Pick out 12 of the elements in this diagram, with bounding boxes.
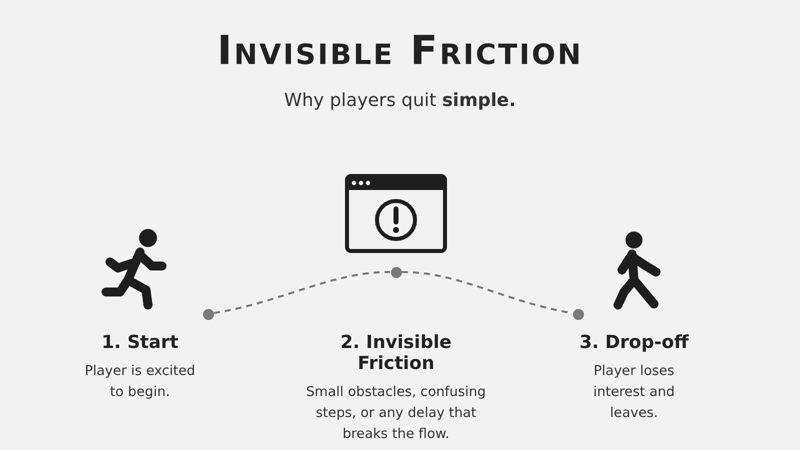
step-description: Player is excited to begin. (84, 362, 196, 402)
step-heading: 3. Drop-off (578, 332, 690, 353)
waypoint-dot (390, 266, 402, 278)
step-description: Player loses interest and leaves. (592, 362, 676, 423)
step-description: Small obstacles, confusing steps, or any delay that breaks the flow. (305, 383, 487, 444)
waypoint-dot (202, 308, 214, 320)
dashed-connector (214, 271, 390, 314)
step-heading: 2. Invisible Friction (339, 332, 453, 374)
waypoint-dot (572, 308, 584, 320)
title: Invisible Friction (216, 28, 584, 74)
subtitle: Why players quit simple. (283, 90, 517, 111)
step-heading: 1. Start (100, 332, 180, 353)
